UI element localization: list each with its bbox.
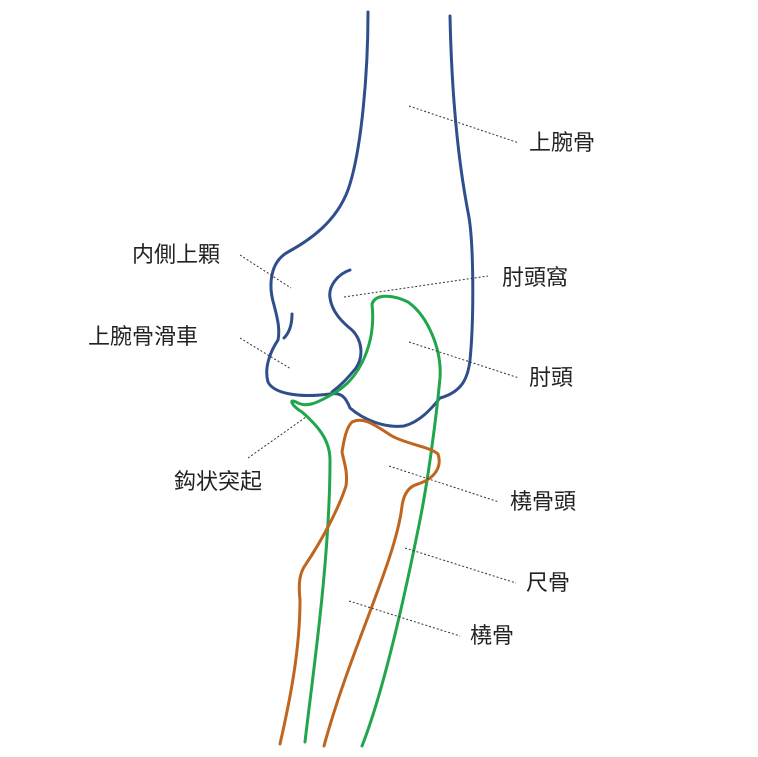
leader-coronoid-process bbox=[247, 416, 307, 459]
medial-epicondyle-tip bbox=[282, 312, 294, 340]
label-olecranon-fossa: 肘頭窩 bbox=[502, 266, 568, 291]
label-radius: 橈骨 bbox=[470, 624, 514, 649]
leader-radius bbox=[348, 600, 461, 637]
label-coronoid-process: 鈎状突起 bbox=[174, 470, 262, 495]
radius-outline bbox=[278, 418, 441, 748]
leader-lines bbox=[239, 105, 520, 637]
leader-medial-epicondyle bbox=[239, 254, 292, 289]
label-radial-head: 橈骨頭 bbox=[510, 490, 576, 515]
ulna-outline bbox=[290, 294, 442, 748]
label-medial-epicondyle: 内側上顆 bbox=[132, 243, 220, 268]
label-olecranon: 肘頭 bbox=[529, 366, 573, 391]
leader-humerus bbox=[408, 105, 520, 144]
label-humerus: 上腕骨 bbox=[529, 131, 595, 156]
leader-olecranon-fossa bbox=[343, 275, 489, 298]
label-trochlea: 上腕骨滑車 bbox=[88, 325, 198, 350]
humerus-outline bbox=[265, 10, 475, 428]
leader-radial-head bbox=[388, 465, 500, 503]
label-ulna: 尺骨 bbox=[526, 571, 570, 596]
leader-trochlea bbox=[239, 337, 292, 370]
leader-ulna bbox=[404, 547, 517, 584]
labels: 上腕骨 内側上顆 肘頭窩 上腕骨滑車 肘頭 鈎状突起 橈骨頭 尺骨 橈骨 bbox=[88, 131, 595, 649]
leader-olecranon bbox=[408, 341, 520, 379]
humerus-inner-curve bbox=[328, 268, 363, 394]
